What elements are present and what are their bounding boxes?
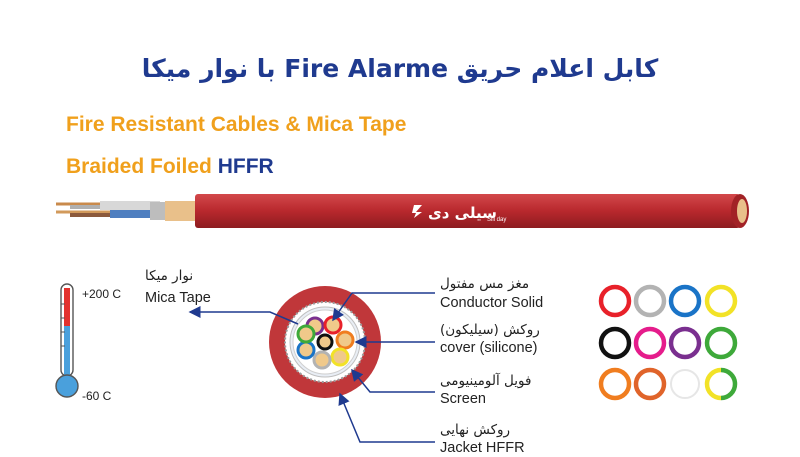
ring-white [670, 369, 700, 399]
ring-red [598, 284, 632, 318]
label-jacket-en: Jacket HFFR [440, 440, 525, 456]
cross-section-cores [296, 315, 355, 370]
page-title: کابل اعلام حریق Fire Alarme با نوار میکا [141, 54, 659, 83]
label-jacket-fa: روکش نهایی [440, 422, 511, 438]
subtitle-hffr: HFFR [217, 155, 274, 178]
ring-yellow [704, 284, 738, 318]
ring-green [704, 326, 738, 360]
arrow-jacket [338, 392, 435, 443]
cable-cross-section [188, 286, 435, 443]
label-screen-en: Screen [440, 391, 486, 407]
label-arrows [188, 292, 435, 443]
logo-text-en: Sili day [487, 217, 506, 223]
label-conductor-fa: مغز مس مفتول [440, 276, 530, 292]
siliday-logo [412, 205, 422, 218]
core-color-rings [598, 284, 738, 401]
label-mica-en: Mica Tape [145, 290, 211, 306]
ring-orange [598, 367, 632, 401]
logo-text-fa: سیلی دی [428, 204, 497, 222]
label-screen-fa: فویل آلومینیومی [440, 373, 532, 389]
ring-gray [633, 284, 667, 318]
label-conductor-en: Conductor Solid [440, 295, 544, 311]
label-cover-en: cover (silicone) [440, 340, 538, 356]
arrow-conductor [332, 292, 435, 322]
subtitle-fire-resistant: Fire Resistant Cables & Mica Tape [66, 113, 407, 136]
label-mica-fa: نوار میکا [145, 268, 194, 284]
ring-brown-orange [633, 367, 667, 401]
arrow-screen [351, 368, 435, 393]
ring-purple [668, 326, 702, 360]
label-cover-fa: روکش (سیلیکون) [440, 322, 540, 338]
cable-jacket [195, 194, 740, 228]
exposed-wires [56, 201, 205, 221]
subtitle-braided-prefix: Braided Foiled [66, 155, 212, 178]
ring-magenta [633, 326, 667, 360]
ring-yellow-green-a [720, 367, 738, 401]
thermometer-icon [55, 283, 79, 398]
temp-min-label: -60 C [82, 389, 112, 403]
ring-yellow-green-b [704, 367, 722, 401]
cable-illustration: سیلی دی Sili day [56, 194, 749, 228]
subtitle-braided-foiled: Braided Foiled HFFR [66, 155, 274, 179]
ring-black [598, 326, 632, 360]
arrow-mica-tape [188, 306, 299, 325]
temp-max-label: +200 C [82, 287, 122, 301]
ring-blue [668, 284, 702, 318]
